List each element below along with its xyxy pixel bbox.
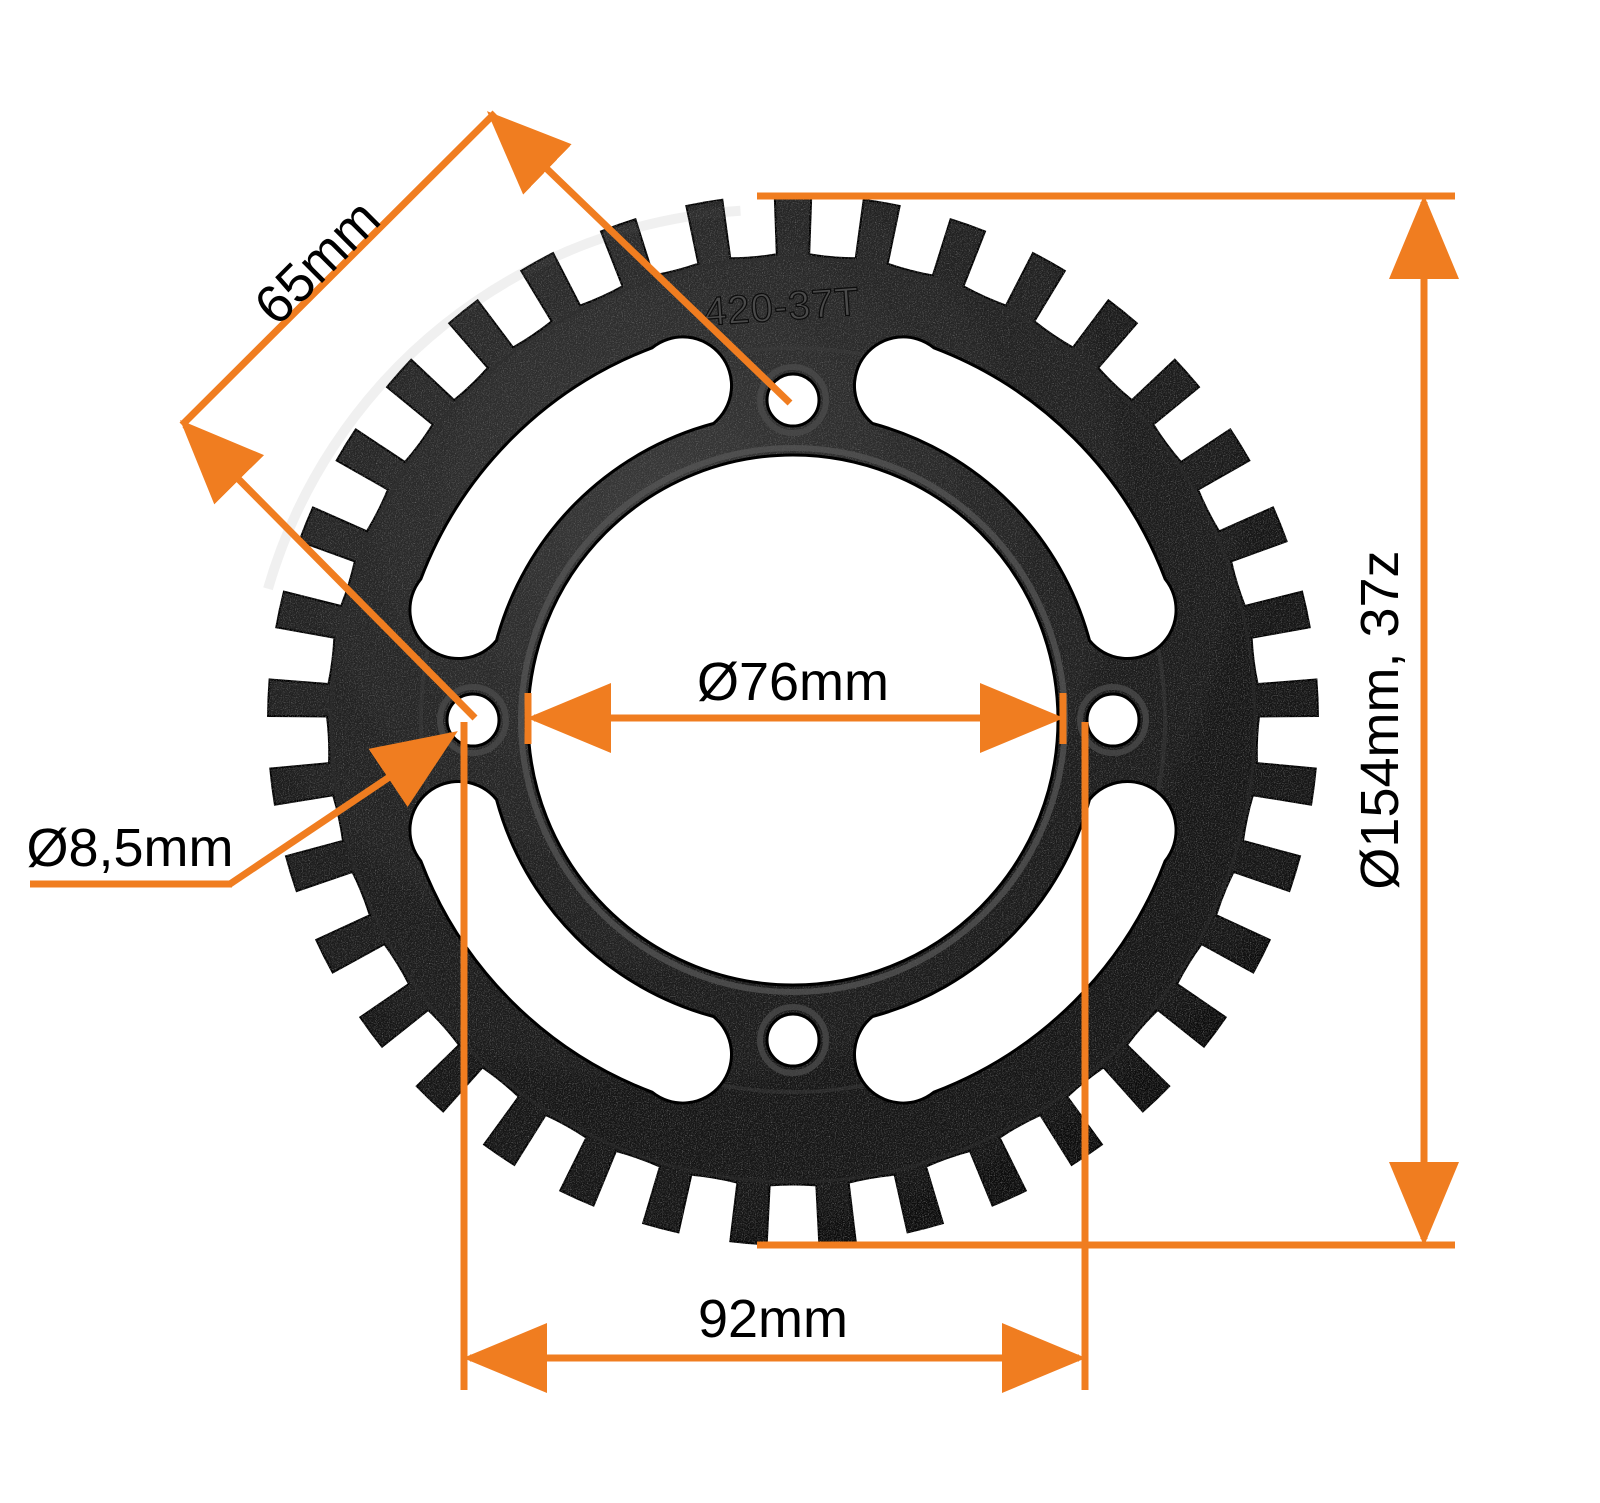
bolt-hole-0 (765, 372, 821, 428)
dimension-bolt-hole-leader (228, 731, 458, 887)
lightening-cutout-3 (408, 335, 733, 660)
dimension-outer-diameter: Ø154mm, 37z (757, 192, 1459, 1249)
dimension-bore-label: Ø76mm (697, 652, 889, 712)
engraved-part-number: 420-37T (703, 280, 862, 335)
dimension-outer-label: Ø154mm, 37z (1350, 550, 1410, 889)
dimension-bolt-hole: Ø8,5mm (26, 731, 458, 888)
dimension-65mm-leader-upper (486, 111, 793, 406)
lightening-cutout-1 (853, 780, 1178, 1105)
lightening-cutout-2 (408, 780, 733, 1105)
dimension-bolt-spacing: 92mm (460, 722, 1089, 1393)
bolt-hole-chamfer-0 (757, 364, 829, 436)
casting-sheen (263, 205, 741, 591)
dimension-65mm-leader-lower (180, 420, 478, 721)
sprocket-part (263, 194, 1319, 1246)
lightening-cutout-0 (853, 335, 1178, 660)
bolt-hole-chamfer-2 (757, 1004, 829, 1076)
bolt-hole-chamfer-3 (437, 684, 509, 756)
bolt-hole-2 (765, 1012, 821, 1068)
dimension-bolt-hole-label: Ø8,5mm (26, 818, 233, 878)
bolt-hole-chamfer-1 (1077, 684, 1149, 756)
dimension-65mm-line (179, 110, 498, 428)
tooth-root-ring (329, 256, 1257, 1184)
dimension-bolt-spacing-label: 92mm (698, 1289, 848, 1349)
bolt-hole-1 (1085, 692, 1141, 748)
dimension-bore: Ø76mm (524, 652, 1067, 753)
hub-face-ring (419, 346, 1167, 1094)
dimension-65mm-label: 65mm (243, 188, 392, 337)
